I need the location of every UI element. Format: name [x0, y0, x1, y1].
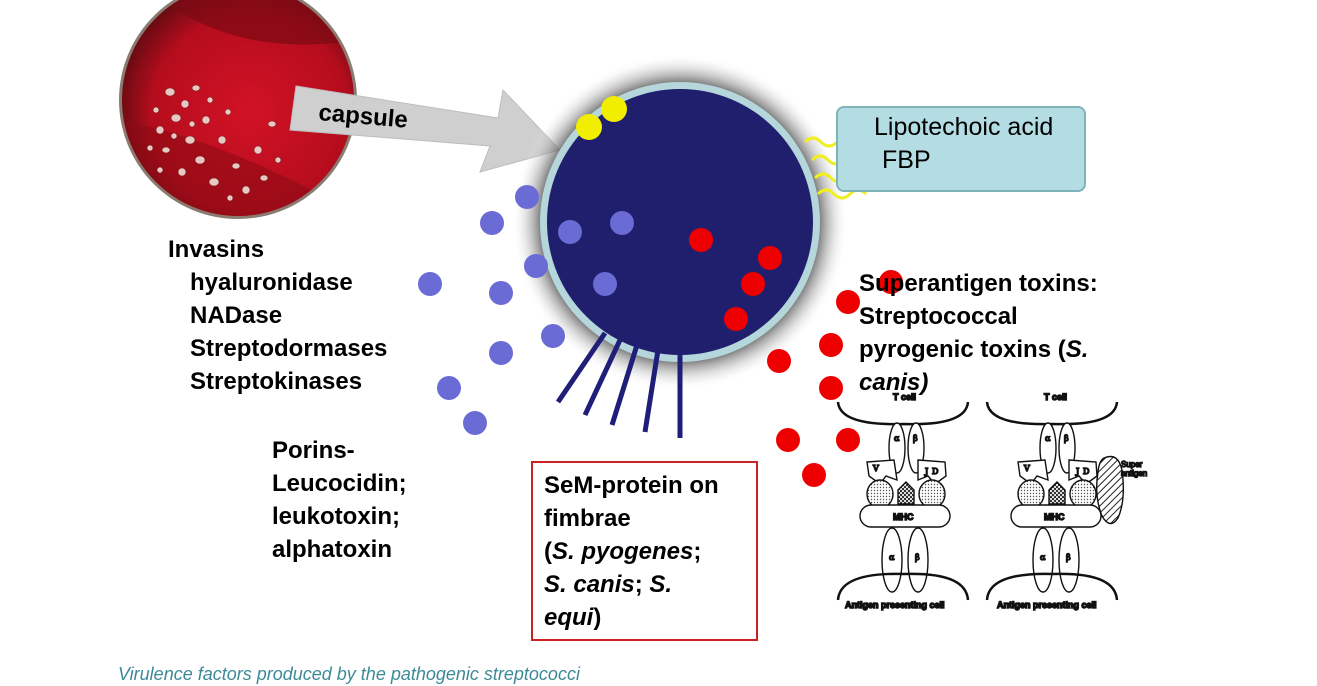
sem-line5: equi)	[544, 601, 719, 634]
mhc-label-left: MHC	[893, 512, 914, 522]
sem-line4: S. canis; S.	[544, 568, 719, 601]
sem-line5-b: )	[593, 604, 602, 631]
superantigen-line1: Superantigen toxins:	[859, 270, 1098, 297]
j-region-right: J	[1075, 467, 1079, 476]
invasin-item: NADase	[190, 302, 283, 329]
d-region-left: D	[932, 467, 938, 476]
sem-line4-b: ;	[634, 571, 650, 598]
fimbriae	[555, 331, 683, 438]
sem-line3-a: (	[544, 538, 552, 565]
sem-line3: (S. pyogenes;	[544, 535, 719, 568]
v-region-right: V	[1023, 464, 1030, 473]
lipoteichoic-box	[836, 106, 1086, 192]
capsule-antigen-dots	[576, 96, 627, 140]
porins-line: leukotoxin;	[272, 503, 401, 530]
superantigen-line4: canis)	[859, 369, 929, 396]
j-region-left: J	[924, 467, 928, 476]
porins-line: Porins-	[272, 437, 355, 464]
sem-line3-b: S. pyogenes	[552, 538, 694, 565]
porins-line: Leucocidin;	[272, 470, 407, 497]
mhc-alpha-left: α	[889, 553, 895, 562]
sem-protein-box	[531, 461, 758, 641]
apc-label-right: Antigen presenting cell	[997, 600, 1097, 610]
tcr-beta-right: β	[1064, 434, 1069, 443]
sem-line2: fimbrae	[544, 505, 631, 532]
sem-line3-c: ;	[693, 538, 702, 565]
superantigen-label-b: antigen	[1121, 469, 1147, 478]
tcr-alpha-left: α	[894, 434, 900, 443]
mhc-label-right: MHC	[1044, 512, 1065, 522]
sem-line4-c: S.	[649, 571, 673, 598]
superantigen-line3-a: pyrogenic toxins (	[859, 336, 1066, 363]
mhc-beta-right: β	[1066, 553, 1071, 562]
invasins-label: Invasins hyaluronidase NADase Streptodor…	[168, 233, 387, 398]
capsule-arrow: capsule	[289, 85, 561, 173]
toxin-dots	[689, 228, 903, 487]
porins-label: Porins- Leucocidin; leukotoxin; alphatox…	[272, 434, 407, 566]
invasins-title: Invasins	[168, 236, 265, 263]
invasin-item: Streptokinases	[190, 368, 363, 395]
superantigen-line3: pyrogenic toxins (S.	[859, 333, 1098, 366]
figure-caption: Virulence factors produced by the pathog…	[118, 664, 580, 684]
tcell-label-right: T cell	[1044, 392, 1067, 402]
sem-line4-a: S. canis	[544, 571, 635, 598]
sem-line5-a: equi	[544, 604, 594, 631]
apc-label-left: Antigen presenting cell	[845, 600, 945, 610]
blood-agar-plate	[119, 0, 357, 219]
superantigen-label-a: Super	[1121, 460, 1143, 469]
superantigen-line2: Streptococcal	[859, 303, 1018, 330]
lipo-line1: Lipotechoic acid	[874, 113, 1054, 141]
invasin-item: Streptodormases	[190, 335, 388, 362]
d-region-right: D	[1083, 467, 1089, 476]
porins-line: alphatoxin	[272, 536, 393, 563]
tcell-label-left: T cell	[893, 392, 916, 402]
lipo-line2: FBP	[882, 146, 931, 174]
invasin-dots	[418, 185, 634, 435]
mhc-alpha-right: α	[1040, 553, 1046, 562]
v-region-left: V	[872, 464, 879, 473]
superantigen-line3-b: S.	[1065, 336, 1089, 363]
lipoteichoic-text: Lipotechoic acid FBP	[874, 111, 1053, 177]
tcell-mhc-panel-right: T cell α β V J D MHC α β Antigen present…	[985, 391, 1148, 611]
invasin-item: hyaluronidase	[190, 269, 353, 296]
tcell-mhc-panel-left: T cell α β V J D MHC α β Antigen present…	[836, 391, 970, 611]
tcr-beta-left: β	[913, 434, 918, 443]
sem-line1: SeM-protein on	[544, 472, 719, 499]
tcr-alpha-right: α	[1045, 434, 1051, 443]
sem-protein-text: SeM-protein on fimbrae (S. pyogenes; S. …	[544, 469, 719, 634]
superantigen-label: Superantigen toxins: Streptococcal pyrog…	[859, 267, 1098, 399]
mhc-beta-left: β	[915, 553, 920, 562]
superantigen-shape	[1095, 455, 1125, 525]
